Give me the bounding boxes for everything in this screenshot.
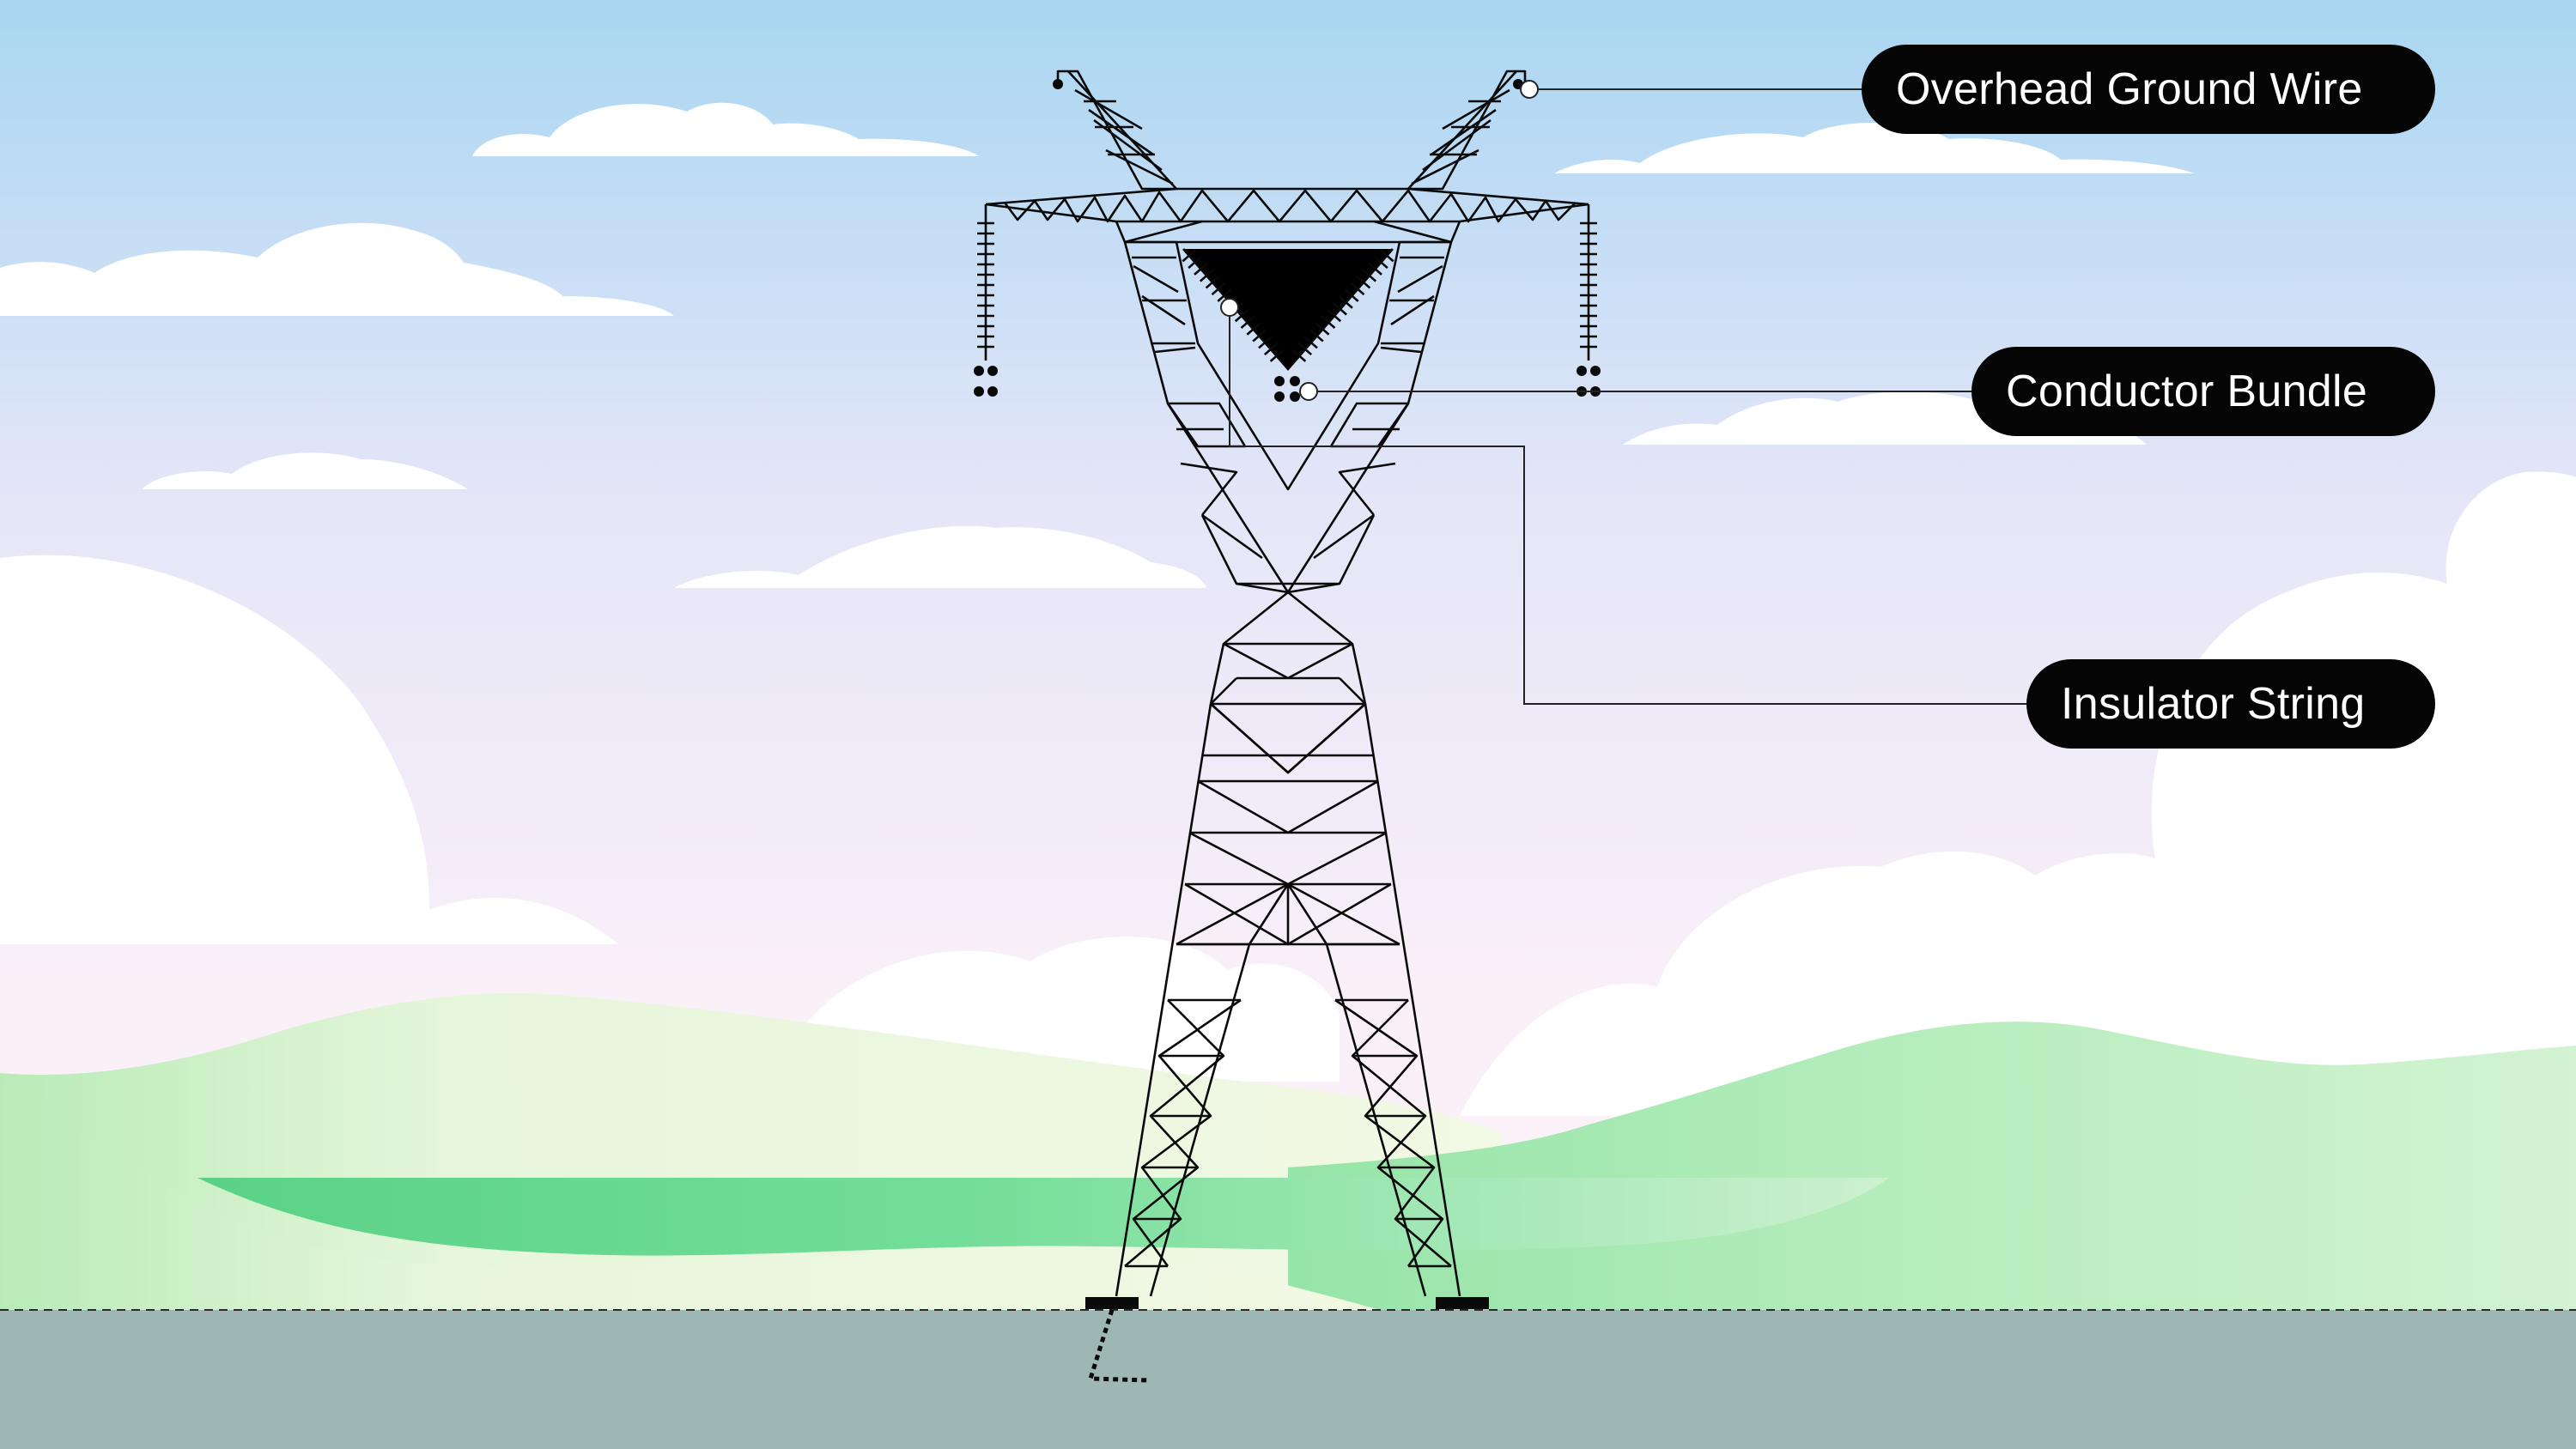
conductor-bundle-label: Conductor Bundle <box>1971 347 2435 436</box>
insulator-disc <box>1269 349 1285 362</box>
insulator-disc <box>1263 342 1279 356</box>
conductor-bundles <box>974 366 1601 402</box>
insulator-disc <box>1356 276 1371 289</box>
insulator-disc <box>1252 329 1267 343</box>
insulator-disc <box>1303 336 1318 349</box>
insulator-disc <box>1362 269 1377 282</box>
callout-leaders <box>1229 88 2026 705</box>
insulator-disc <box>1188 255 1203 270</box>
insulator-disc <box>1350 282 1365 296</box>
insulator-disc <box>1211 282 1226 296</box>
insulator-disc <box>1315 322 1330 336</box>
tower-structure <box>985 70 1589 1297</box>
callout-anchors <box>1220 80 1539 401</box>
insulator-disc <box>1234 309 1249 323</box>
insulator-disc <box>1344 288 1359 302</box>
overhead-ground-wire-label: Overhead Ground Wire <box>1862 45 2435 134</box>
insulator-disc <box>1333 302 1347 316</box>
insulator-disc <box>1199 269 1214 282</box>
insulator-disc <box>1297 342 1313 356</box>
insulator-string-label: Insulator String <box>2026 659 2435 749</box>
insulator-disc <box>1205 276 1220 289</box>
hills <box>0 992 2576 1322</box>
insulator-disc <box>1373 255 1388 270</box>
v-string-discs <box>1182 249 1394 362</box>
insulator-disc <box>1327 309 1342 323</box>
insulator-disc <box>1291 349 1307 362</box>
insulator-disc <box>1339 295 1353 309</box>
grounding-electrode <box>1087 1309 1151 1383</box>
leader-insulator-string <box>1229 309 2026 705</box>
insulator-disc <box>1246 322 1261 336</box>
insulator-disc <box>1258 336 1273 349</box>
insulator-disc <box>1217 288 1232 302</box>
insulator-disc <box>1321 315 1336 329</box>
insulator-disc <box>1240 315 1255 329</box>
insulator-disc <box>1379 249 1394 263</box>
insulator-disc <box>1194 262 1208 276</box>
insulator-disc <box>1182 249 1197 263</box>
insulator-disc <box>1309 329 1324 343</box>
ground <box>0 1310 2576 1449</box>
insulator-disc <box>1368 262 1382 276</box>
cloud-group-large <box>0 471 2576 1116</box>
tower-foundations <box>1085 1297 1489 1309</box>
